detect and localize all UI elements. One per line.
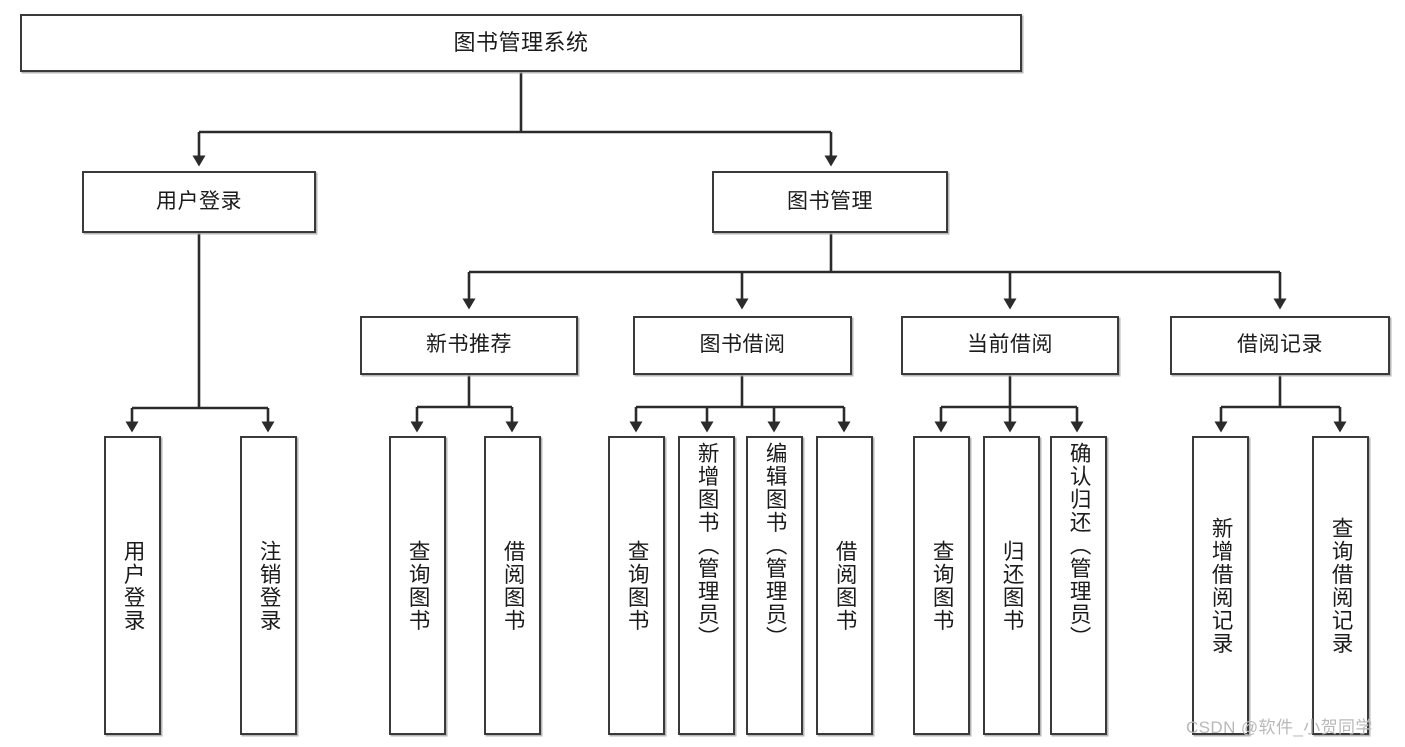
leaf-record-query-record[interactable]: 查询借阅记录 [1312,436,1369,735]
leaf-current-confirm-return-admin[interactable]: 确认归还（管理员） [1050,436,1107,735]
leaf-borrow-borrow-book[interactable]: 借阅图书 [816,436,873,735]
leaf-user-login-logout[interactable]: 注销登录 [240,436,297,735]
leaf-current-return-book[interactable]: 归还图书 [983,436,1040,735]
leaf-borrow-edit-book-admin[interactable]: 编辑图书（管理员） [746,436,803,735]
leaf-current-query-book[interactable]: 查询图书 [913,436,970,735]
node-label: 注销登录 [257,539,282,632]
node-label: 新增借阅记录 [1209,516,1234,655]
node-label: 当前借阅 [967,333,1053,357]
node-book-management[interactable]: 图书管理 [712,171,948,233]
node-current-borrow[interactable]: 当前借阅 [901,316,1119,375]
node-label: 归还图书 [1000,539,1025,632]
node-label: 查询图书 [930,539,955,632]
node-label: 查询图书 [625,539,650,632]
leaf-recommend-query-book[interactable]: 查询图书 [389,436,446,735]
node-label: 查询图书 [406,539,431,632]
node-label: 新书推荐 [426,333,512,357]
leaf-borrow-query-book[interactable]: 查询图书 [608,436,665,735]
node-label: 确认归还（管理员） [1067,442,1092,649]
leaf-recommend-borrow-book[interactable]: 借阅图书 [484,436,541,735]
node-root-system[interactable]: 图书管理系统 [20,14,1022,72]
node-new-book-recommend[interactable]: 新书推荐 [360,316,578,375]
node-label: 编辑图书（管理员） [763,442,788,649]
node-borrow-record[interactable]: 借阅记录 [1170,316,1390,375]
node-label: 借阅记录 [1237,333,1323,357]
leaf-user-login-login[interactable]: 用户登录 [104,436,161,735]
csdn-watermark: CSDN @软件_小贺同学 [1186,718,1373,737]
node-label: 借阅图书 [833,539,858,632]
node-label: 借阅图书 [501,539,526,632]
node-label: 图书借阅 [699,333,786,357]
node-label: 图书管理 [787,189,873,213]
node-label: 图书管理系统 [453,29,589,55]
node-user-login[interactable]: 用户登录 [82,171,316,233]
node-label: 用户登录 [156,189,242,213]
leaf-record-add-record[interactable]: 新增借阅记录 [1192,436,1249,735]
node-label: 用户登录 [121,539,146,632]
node-label: 查询借阅记录 [1329,516,1354,655]
node-book-borrow[interactable]: 图书借阅 [633,316,852,375]
node-label: 新增图书（管理员） [695,442,720,649]
leaf-borrow-add-book-admin[interactable]: 新增图书（管理员） [678,436,735,735]
